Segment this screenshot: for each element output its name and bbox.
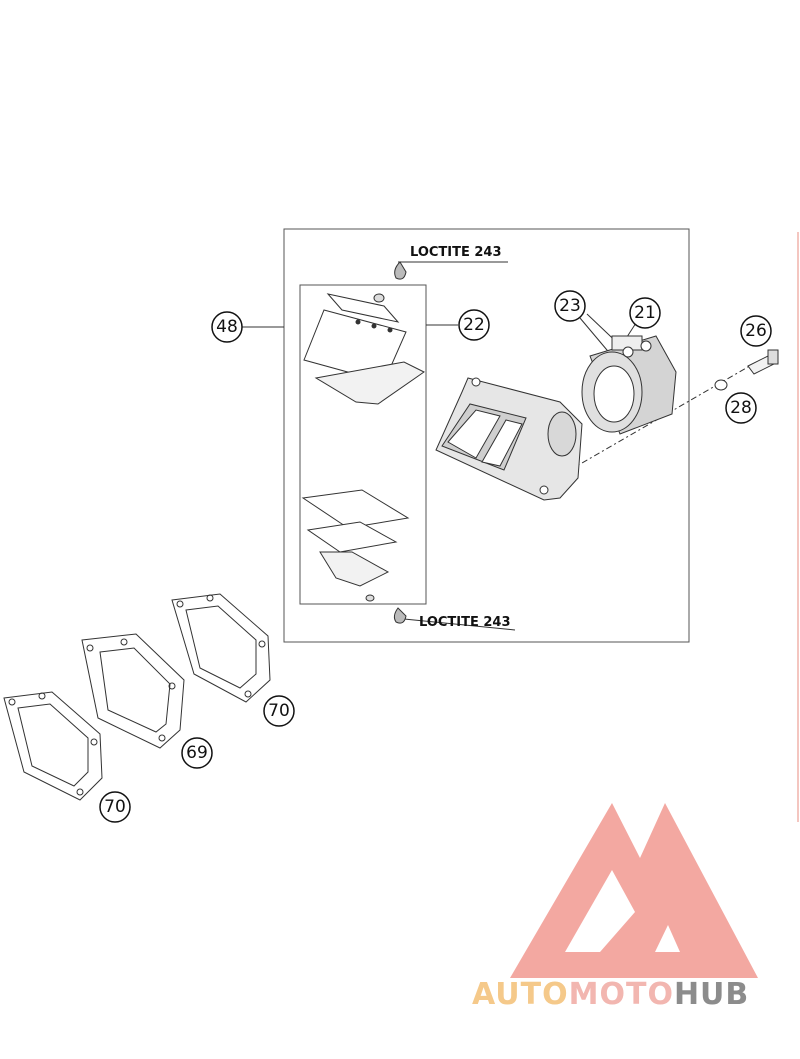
loctite-drop-top-icon: [394, 261, 407, 280]
watermark-text-moto: MOTO: [569, 977, 674, 1012]
reed-petals-bottom: [301, 489, 410, 602]
callout-70-left: 70: [99, 791, 131, 823]
callout-28: 28: [725, 392, 757, 424]
callout-70-left-label: 70: [104, 797, 126, 817]
watermark-text-auto: AUTO: [472, 977, 569, 1012]
reed-valve-block: [435, 377, 583, 501]
gasket-69: [81, 633, 185, 749]
axis-line: [569, 359, 761, 471]
callout-70-right-label: 70: [268, 701, 290, 721]
loctite-drop-bottom-icon: [393, 607, 407, 624]
callout-22: 22: [458, 309, 490, 341]
callout-21-label: 21: [634, 303, 656, 323]
callout-69-label: 69: [186, 743, 208, 763]
callout-21: 21: [629, 297, 661, 329]
callout-48: 48: [211, 311, 243, 343]
assembly-frame: [283, 228, 690, 643]
watermark-logo: [510, 803, 758, 978]
gasket-70-left: [3, 691, 103, 801]
callout-26: 26: [740, 315, 772, 347]
watermark-text-hub: HUB: [674, 977, 749, 1012]
page-edge-line: [797, 232, 799, 822]
callout-26-label: 26: [745, 321, 767, 341]
clamp-screws: [622, 340, 652, 358]
loctite-note-top: LOCTITE 243: [410, 245, 502, 260]
callout-70-right: 70: [263, 695, 295, 727]
reed-petals-top: [303, 293, 425, 405]
callout-23-label: 23: [559, 296, 581, 316]
callout-28-label: 28: [730, 398, 752, 418]
washer: [714, 379, 728, 391]
watermark-text: AUTOMOTOHUB: [472, 977, 749, 1012]
reed-kit-frame: [299, 284, 427, 605]
gasket-70-right: [171, 593, 271, 703]
callout-22-label: 22: [463, 315, 485, 335]
callout-69: 69: [181, 737, 213, 769]
callout-23: 23: [554, 290, 586, 322]
callout-48-label: 48: [216, 317, 238, 337]
loctite-note-bottom: LOCTITE 243: [419, 615, 511, 630]
bolt: [747, 349, 779, 375]
